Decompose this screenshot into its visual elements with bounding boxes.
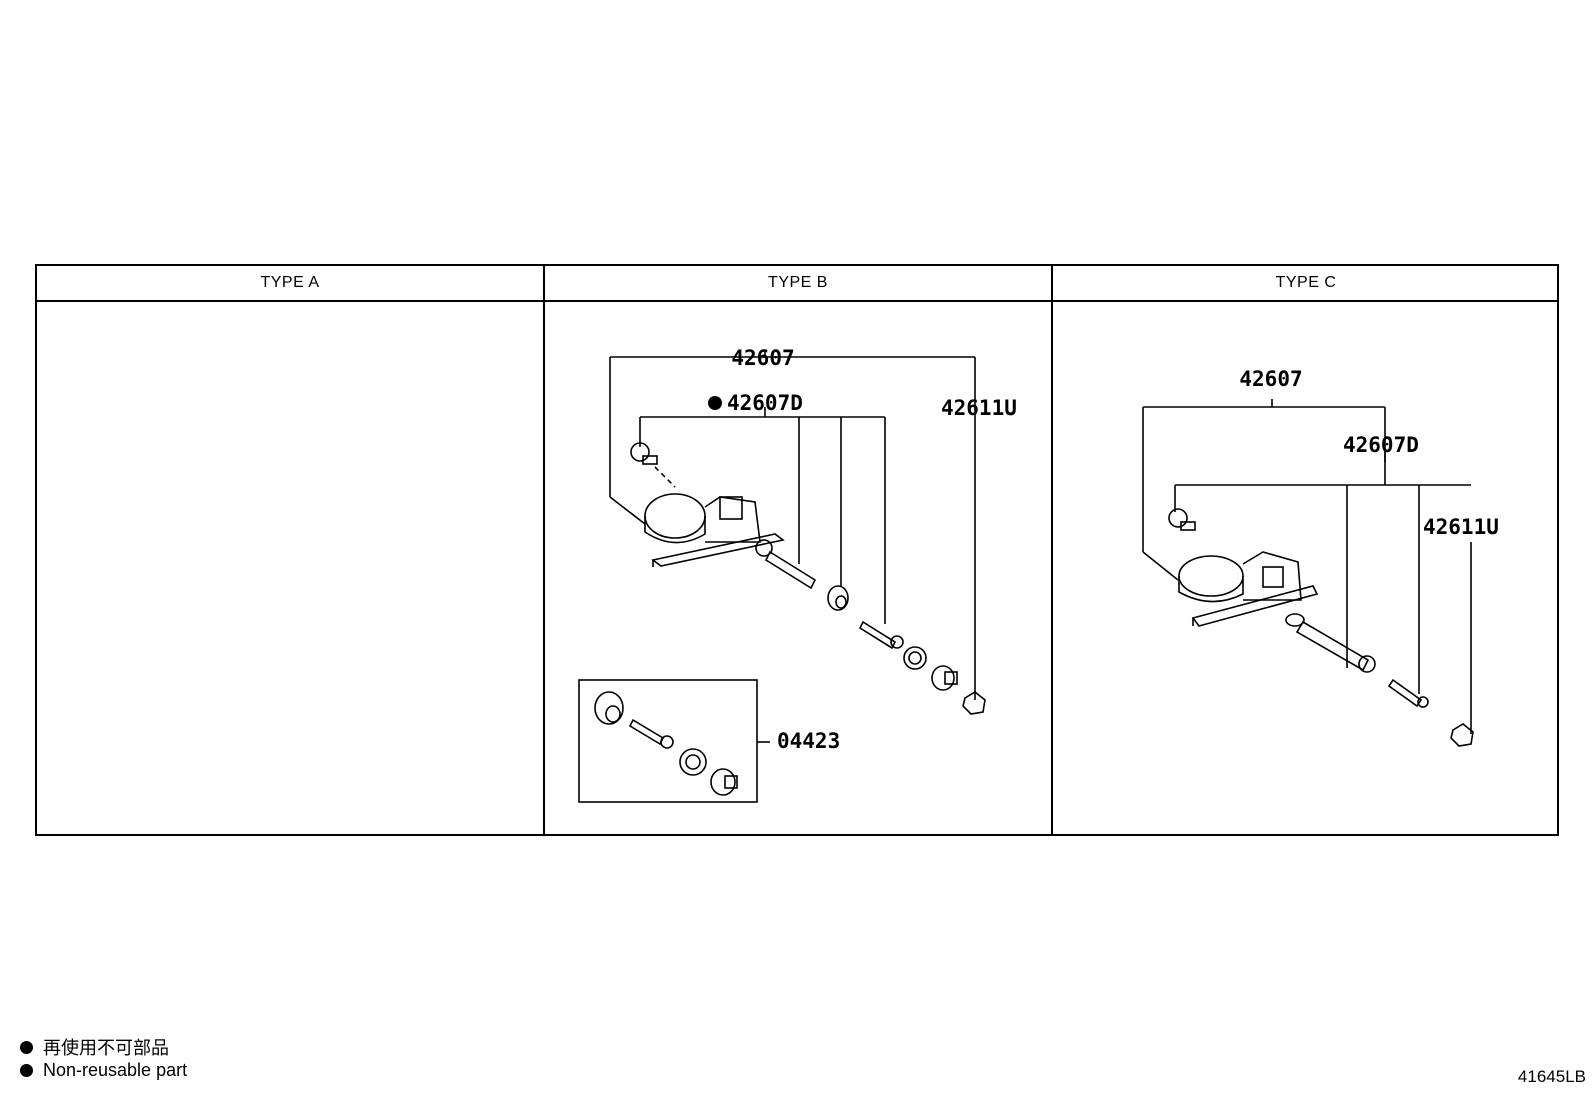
figure-number: 41645LB (1517, 1067, 1586, 1086)
non-reusable-dot-icon (20, 1040, 33, 1054)
type-b-column: TYPE B (545, 266, 1053, 834)
type-a-column: TYPE A (37, 266, 545, 834)
legend-japanese: 再使用不可部品 (20, 1034, 169, 1060)
parts-diagram-table: TYPE A TYPE B (35, 264, 1559, 836)
type-b-drawing: 42607 42607D 42611U 04423 (578, 346, 1017, 803)
non-reusable-dot-icon (20, 1064, 33, 1077)
type-b-header: TYPE B (545, 266, 1051, 302)
type-a-body (37, 302, 543, 834)
type-c-column: TYPE C (1053, 266, 1559, 834)
type-c-body: 42607 42607D 42611U (1053, 302, 1559, 834)
type-b-kit-label: 04423 (777, 729, 840, 753)
type-c-assembly-label: 42607 (1239, 367, 1302, 391)
legend-japanese-text: 再使用不可部品 (43, 1038, 169, 1058)
type-c-cap-label: 42611U (1423, 515, 1499, 539)
type-b-cap-label: 42611U (941, 396, 1017, 420)
legend-english-text: Non-reusable part (43, 1060, 188, 1080)
type-b-assembly-label: 42607 (731, 346, 794, 370)
legend-english: Non-reusable part (20, 1060, 187, 1081)
type-a-header: TYPE A (37, 266, 543, 302)
type-c-header: TYPE C (1053, 266, 1559, 302)
type-b-sensor-label: 42607D (727, 391, 803, 415)
type-c-drawing: 42607 42607D 42611U (1142, 367, 1499, 747)
type-c-sensor-label: 42607D (1343, 433, 1419, 457)
type-b-body: 42607 42607D 42611U 04423 (545, 302, 1051, 834)
